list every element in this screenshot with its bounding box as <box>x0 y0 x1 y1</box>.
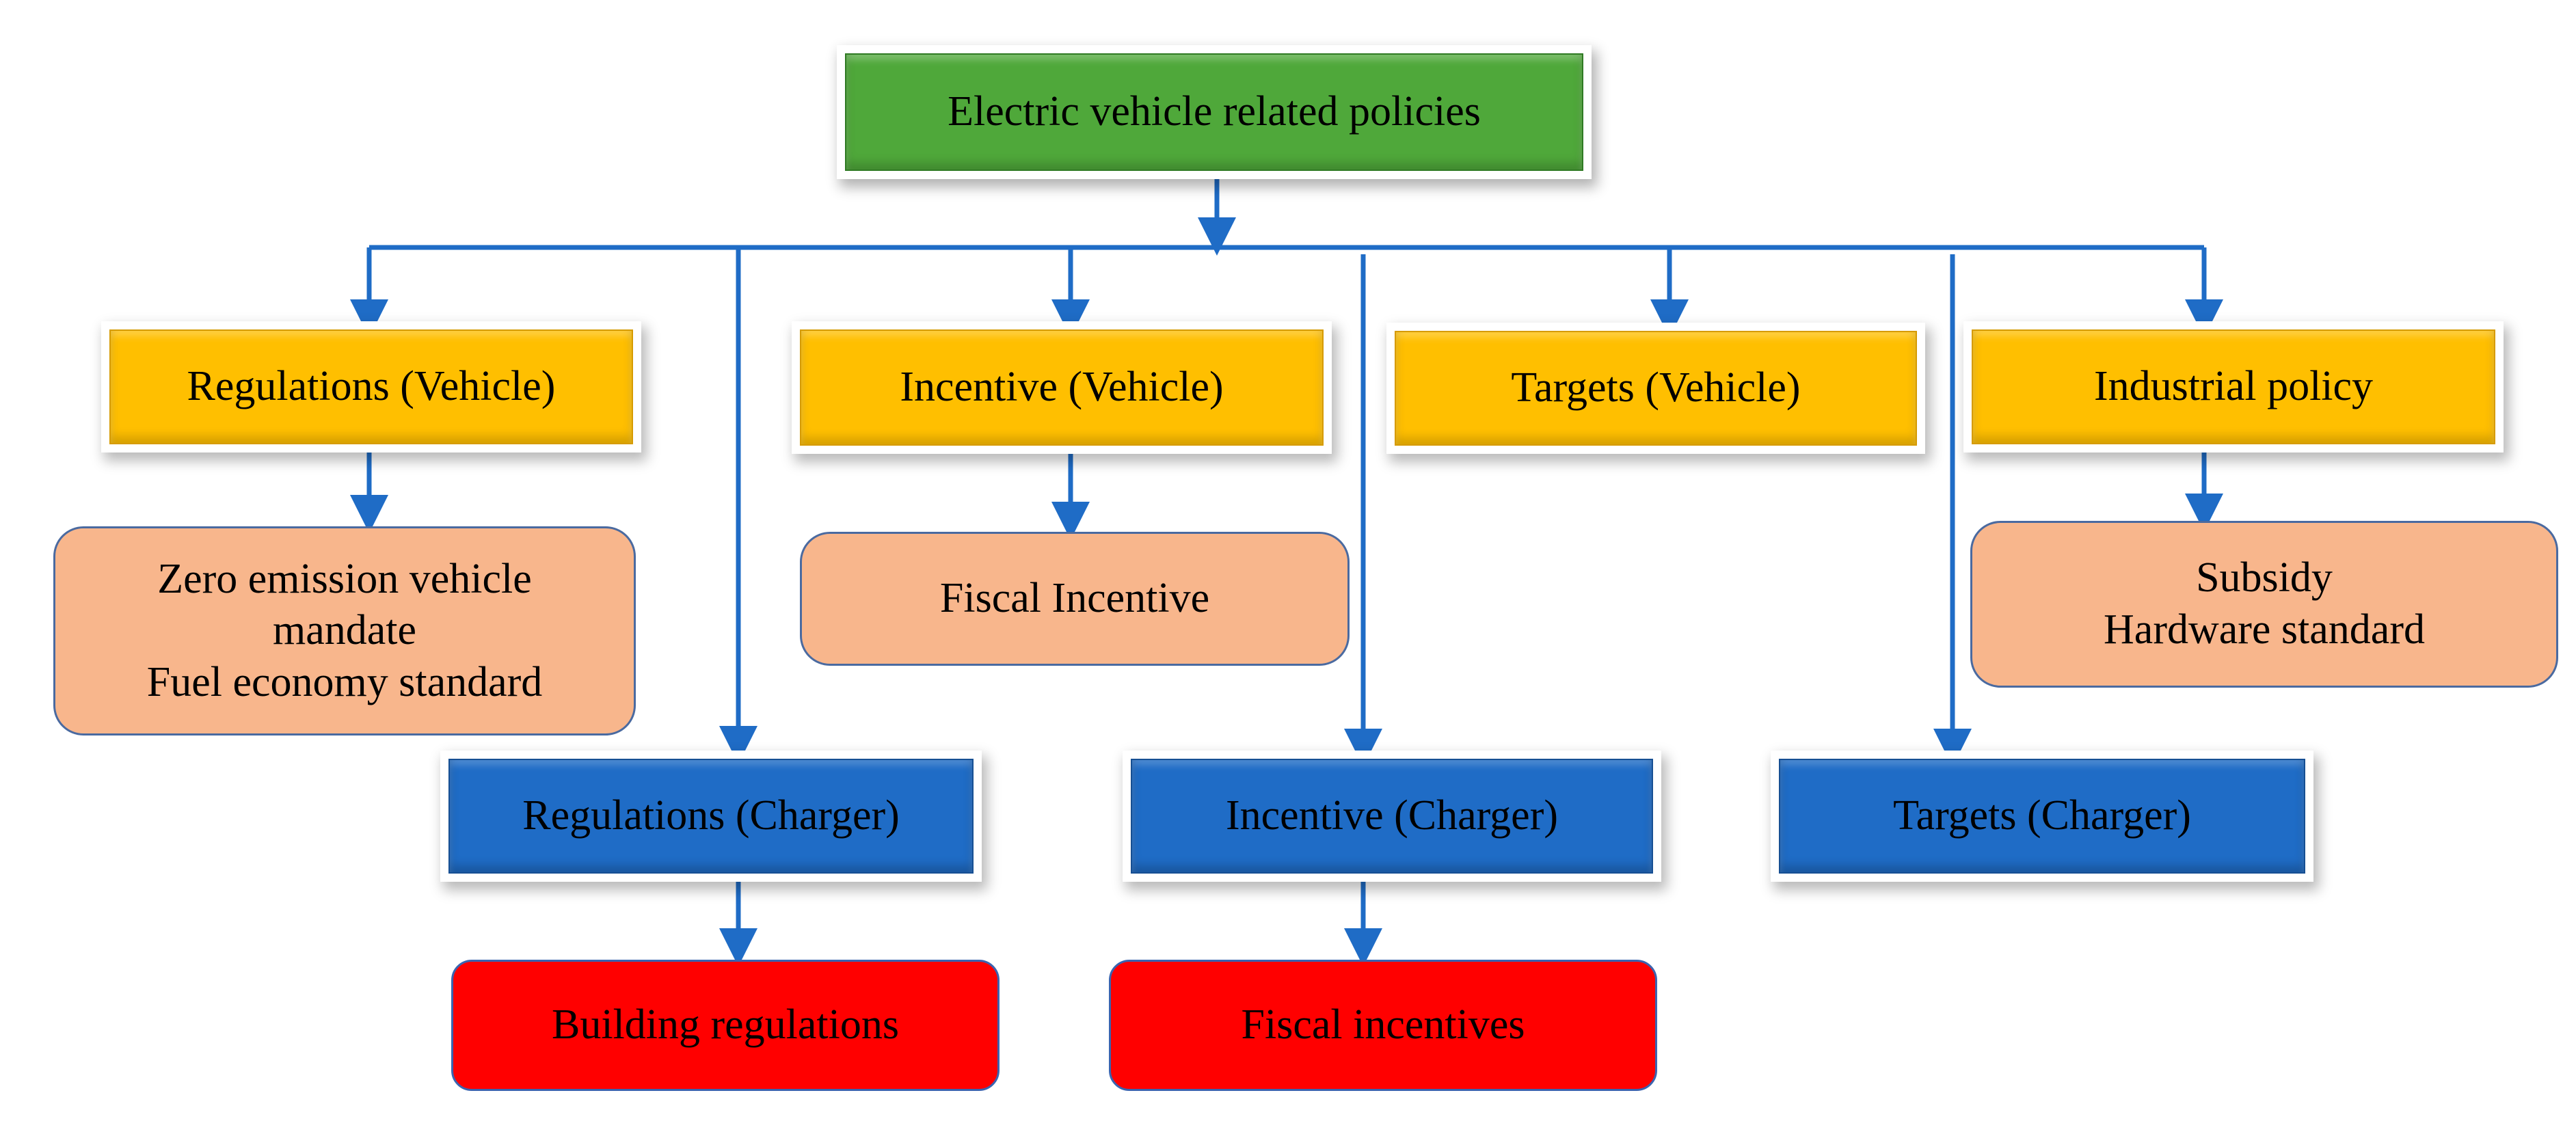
zev-line-1: Zero emission vehicle <box>157 555 532 602</box>
node-targets-charger: Targets (Charger) <box>1779 759 2305 874</box>
node-regulations-vehicle: Regulations (Vehicle) <box>109 329 633 444</box>
node-incentive-charger-label: Incentive (Charger) <box>1225 792 1558 839</box>
node-building-regulations-label: Building regulations <box>551 1001 900 1049</box>
node-incentive-vehicle-label: Incentive (Vehicle) <box>900 364 1224 411</box>
zev-line-3: Fuel economy standard <box>146 658 543 705</box>
node-targets-vehicle: Targets (Vehicle) <box>1395 331 1917 446</box>
industrial-line-1: Subsidy <box>2196 554 2333 602</box>
node-fiscal-incentives-label: Fiscal incentives <box>1241 1001 1525 1049</box>
node-industrial-policy-label: Industrial policy <box>2093 363 2374 410</box>
industrial-line-2: Hardware standard <box>2104 606 2425 653</box>
node-building-regulations: Building regulations <box>451 960 999 1091</box>
node-targets-charger-label: Targets (Charger) <box>1893 792 2191 839</box>
node-fiscal-incentives: Fiscal incentives <box>1109 960 1657 1091</box>
node-regulations-charger-label: Regulations (Charger) <box>522 792 900 839</box>
node-fiscal-incentive: Fiscal Incentive <box>800 532 1350 666</box>
node-incentive-vehicle: Incentive (Vehicle) <box>800 329 1324 446</box>
node-zev-mandate: Zero emission vehicle mandate Fuel econo… <box>53 526 636 735</box>
node-incentive-charger: Incentive (Charger) <box>1131 759 1653 874</box>
node-fiscal-incentive-label: Fiscal Incentive <box>939 575 1210 622</box>
node-regulations-charger: Regulations (Charger) <box>448 759 974 874</box>
node-industrial-details: Subsidy Hardware standard <box>1970 521 2558 688</box>
node-regulations-vehicle-label: Regulations (Vehicle) <box>187 363 556 410</box>
node-root-label: Electric vehicle related policies <box>948 88 1481 135</box>
zev-line-2: mandate <box>272 607 416 654</box>
node-targets-vehicle-label: Targets (Vehicle) <box>1511 364 1801 411</box>
node-root: Electric vehicle related policies <box>845 53 1583 171</box>
node-industrial-policy: Industrial policy <box>1972 329 2495 444</box>
